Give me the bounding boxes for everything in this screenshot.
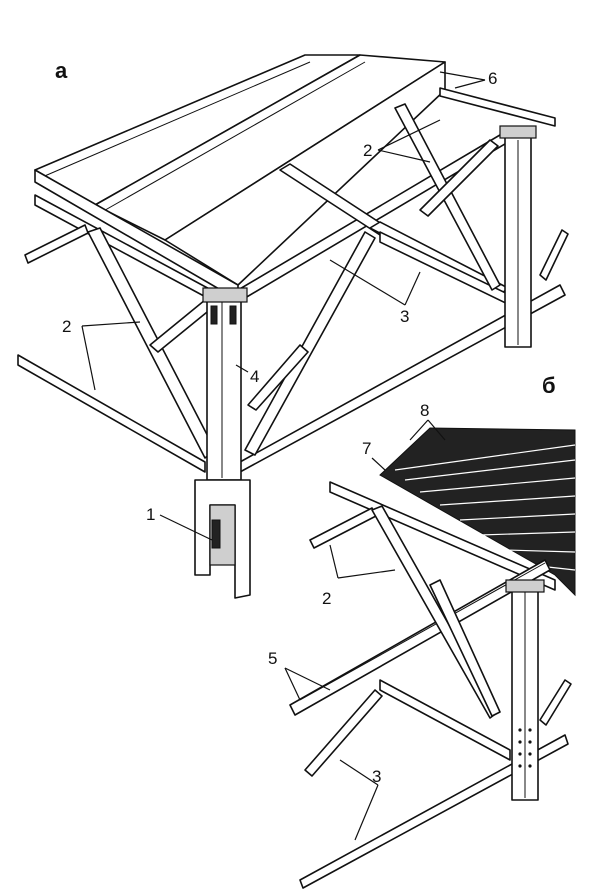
far-top-beam xyxy=(439,87,556,127)
callout-2-left: 2 xyxy=(62,317,71,336)
panel-a-label: а xyxy=(55,58,68,83)
callout-7: 6 xyxy=(488,69,497,88)
panel-b-frame xyxy=(289,427,576,889)
callout-1: 1 xyxy=(146,505,155,524)
right-stub-brace xyxy=(539,229,569,281)
callout-2-b: 2 xyxy=(322,589,331,608)
panel-b-label: б xyxy=(542,373,556,398)
b-brace-lower xyxy=(304,689,383,777)
callout-4: 4 xyxy=(250,367,259,386)
callout-2-top: 2 xyxy=(363,141,372,160)
left-stub-beam xyxy=(24,224,89,264)
right-brace-2 xyxy=(247,344,309,411)
callout-3-b: 3 xyxy=(372,767,381,786)
front-bottom-beam xyxy=(17,354,206,473)
right-brace-1 xyxy=(244,231,376,456)
rear-brace-2 xyxy=(419,139,499,217)
rear-bottom-beam xyxy=(379,231,521,311)
b-front-top-beam xyxy=(329,481,556,591)
b-purlin-beam xyxy=(289,559,551,716)
callout-3-top: 3 xyxy=(400,307,409,326)
panel-a-frame xyxy=(17,54,569,599)
front-brace-inner xyxy=(149,299,213,353)
b-right-stub-brace xyxy=(539,679,572,726)
b-left-stub xyxy=(309,507,377,549)
corrugated-deck xyxy=(379,427,576,597)
b-rear-brace xyxy=(429,579,501,717)
panel-a-labels: а 6 2 3 2 4 1 xyxy=(55,58,497,541)
callout-6: 7 xyxy=(362,439,371,458)
panel-b-labels: б 8 7 2 5 3 xyxy=(268,373,556,841)
b-bottom-beam xyxy=(299,734,569,889)
b-rear-bottom-beam xyxy=(379,679,511,761)
callout-8: 8 xyxy=(420,401,429,420)
callout-5: 5 xyxy=(268,649,277,668)
column-cap-plate xyxy=(202,287,248,303)
